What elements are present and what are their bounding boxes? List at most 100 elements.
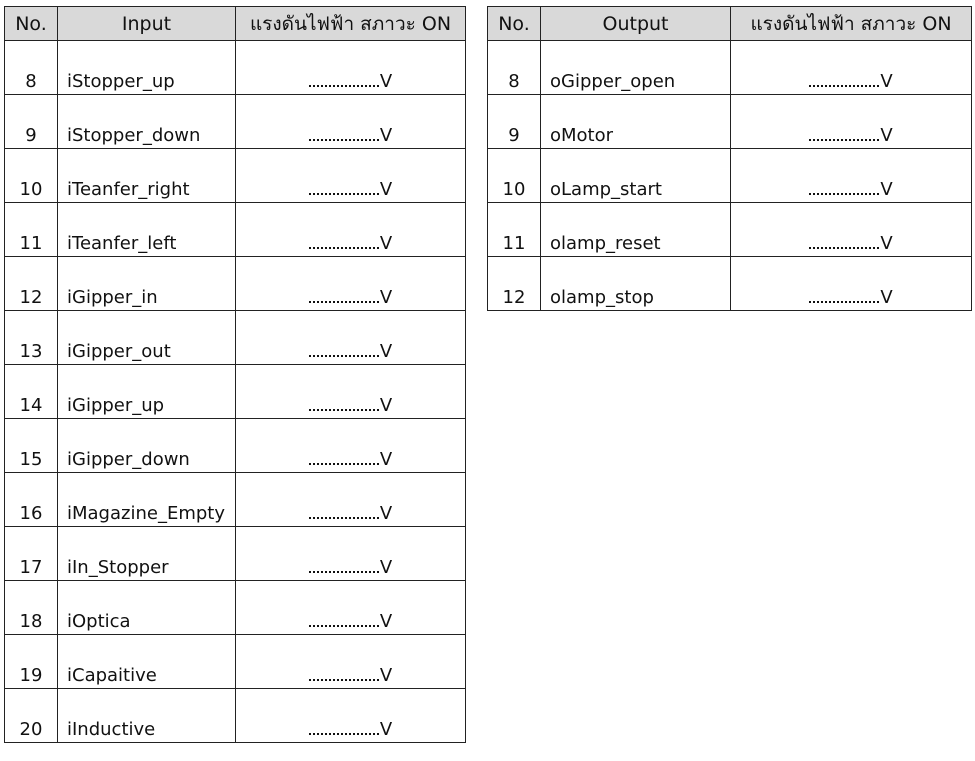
input-header-name: Input <box>57 6 236 41</box>
output-row-voltage-cell: V <box>730 256 972 311</box>
voltage-blank-field[interactable] <box>308 449 379 465</box>
output-row-signal-name: olamp_stop <box>540 256 731 311</box>
input-row-voltage-cell: V <box>235 148 466 203</box>
input-row-no: 8 <box>4 40 58 95</box>
voltage-unit: V <box>880 179 893 200</box>
input-row-signal-name: iTeanfer_right <box>57 148 236 203</box>
input-row-voltage-cell: V <box>235 634 466 689</box>
input-row-voltage-cell: V <box>235 40 466 95</box>
voltage-blank-field[interactable] <box>308 287 379 303</box>
voltage-unit: V <box>379 719 393 740</box>
output-row-voltage-cell: V <box>730 202 972 257</box>
voltage-unit: V <box>379 611 393 632</box>
voltage-unit: V <box>379 287 393 308</box>
input-row-signal-name: iGipper_in <box>57 256 236 311</box>
voltage-unit: V <box>379 233 393 254</box>
output-header-voltage: แรงดันไฟฟ้า สภาวะ ON <box>730 6 972 41</box>
input-row-signal-name: iMagazine_Empty <box>57 472 236 527</box>
input-row-no: 15 <box>4 418 58 473</box>
input-row-no: 14 <box>4 364 58 419</box>
voltage-blank-field[interactable] <box>308 395 379 411</box>
voltage-unit: V <box>880 71 893 92</box>
voltage-unit: V <box>379 395 393 416</box>
input-row-voltage-cell: V <box>235 418 466 473</box>
output-row-voltage-cell: V <box>730 94 972 149</box>
voltage-unit: V <box>379 71 393 92</box>
voltage-blank-field[interactable] <box>809 179 880 195</box>
input-row-no: 12 <box>4 256 58 311</box>
output-row-signal-name: oLamp_start <box>540 148 731 203</box>
voltage-blank-field[interactable] <box>308 179 379 195</box>
voltage-blank-field[interactable] <box>308 665 379 681</box>
output-row-signal-name: oGipper_open <box>540 40 731 95</box>
output-row-no: 11 <box>487 202 541 257</box>
input-row-no: 13 <box>4 310 58 365</box>
voltage-unit: V <box>379 665 393 686</box>
input-row-voltage-cell: V <box>235 580 466 635</box>
voltage-blank-field[interactable] <box>308 557 379 573</box>
input-row-voltage-cell: V <box>235 472 466 527</box>
input-row-signal-name: iOptica <box>57 580 236 635</box>
output-row-no: 10 <box>487 148 541 203</box>
voltage-blank-field[interactable] <box>809 233 880 249</box>
input-header-row: No. Input แรงดันไฟฟ้า สภาวะ ON <box>4 6 466 41</box>
input-row-voltage-cell: V <box>235 526 466 581</box>
input-row-voltage-cell: V <box>235 688 466 743</box>
output-header-row: No. Output แรงดันไฟฟ้า สภาวะ ON <box>487 6 972 41</box>
input-header-no: No. <box>4 6 58 41</box>
input-row-voltage-cell: V <box>235 202 466 257</box>
voltage-blank-field[interactable] <box>308 71 379 87</box>
input-row-signal-name: iStopper_up <box>57 40 236 95</box>
input-row-signal-name: iGipper_up <box>57 364 236 419</box>
input-row-signal-name: iCapaitive <box>57 634 236 689</box>
voltage-blank-field[interactable] <box>809 125 880 141</box>
voltage-unit: V <box>379 179 393 200</box>
voltage-unit: V <box>379 341 393 362</box>
input-row-no: 17 <box>4 526 58 581</box>
output-row-voltage-cell: V <box>730 148 972 203</box>
output-row-signal-name: olamp_reset <box>540 202 731 257</box>
input-row-no: 11 <box>4 202 58 257</box>
voltage-blank-field[interactable] <box>308 719 379 735</box>
voltage-unit: V <box>880 287 893 308</box>
voltage-unit: V <box>379 503 393 524</box>
output-row-voltage-cell: V <box>730 40 972 95</box>
voltage-unit: V <box>379 125 393 146</box>
input-row-no: 18 <box>4 580 58 635</box>
input-row-voltage-cell: V <box>235 256 466 311</box>
voltage-blank-field[interactable] <box>308 233 379 249</box>
output-row-no: 9 <box>487 94 541 149</box>
input-row-signal-name: iGipper_down <box>57 418 236 473</box>
voltage-blank-field[interactable] <box>809 71 880 87</box>
input-header-voltage: แรงดันไฟฟ้า สภาวะ ON <box>235 6 466 41</box>
input-row-signal-name: iGipper_out <box>57 310 236 365</box>
voltage-blank-field[interactable] <box>308 125 379 141</box>
voltage-unit: V <box>880 125 893 146</box>
voltage-blank-field[interactable] <box>308 611 379 627</box>
voltage-blank-field[interactable] <box>308 503 379 519</box>
input-row-no: 19 <box>4 634 58 689</box>
output-header-name: Output <box>540 6 731 41</box>
input-row-no: 10 <box>4 148 58 203</box>
voltage-blank-field[interactable] <box>308 341 379 357</box>
input-row-no: 9 <box>4 94 58 149</box>
input-row-signal-name: iStopper_down <box>57 94 236 149</box>
voltage-blank-field[interactable] <box>809 287 880 303</box>
